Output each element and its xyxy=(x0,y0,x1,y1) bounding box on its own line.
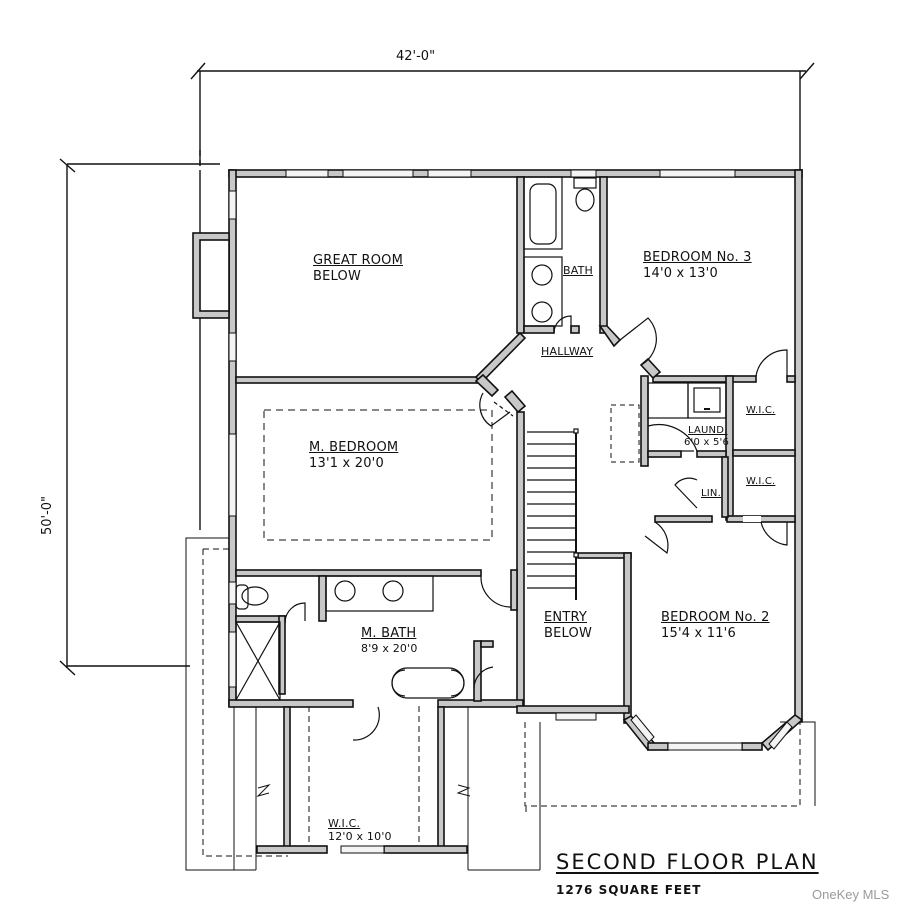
room-name: W.I.C. xyxy=(328,817,361,830)
room-name: BATH xyxy=(563,264,594,277)
room-name: GREAT ROOM xyxy=(313,253,403,268)
room-master-bedroom: M. BEDROOM 13'1 x 20'0 xyxy=(309,440,398,472)
room-name: LIN. xyxy=(701,488,721,499)
staircase xyxy=(527,428,579,600)
room-size: 14'0 x 13'0 xyxy=(643,266,718,281)
room-bedroom-2: BEDROOM No. 2 15'4 x 11'6 xyxy=(661,610,770,642)
room-wic-bedroom-3: W.I.C. xyxy=(746,405,775,417)
room-master-wic: W.I.C. 12'0 x 10'0 xyxy=(328,817,392,843)
room-size: 13'1 x 20'0 xyxy=(309,456,384,471)
fixtures xyxy=(235,176,727,701)
room-name: LAUND. xyxy=(688,425,728,436)
room-note: BELOW xyxy=(544,626,592,641)
room-name: W.I.C. xyxy=(746,476,776,487)
room-hallway: HALLWAY xyxy=(541,345,593,358)
room-name: M. BATH xyxy=(361,626,417,641)
room-size: 8'9 x 20'0 xyxy=(361,642,418,655)
room-laundry: LAUND. 6'0 x 5'6 xyxy=(684,425,729,449)
room-wic-bedroom-2: W.I.C. xyxy=(746,476,775,488)
windows xyxy=(228,169,793,854)
dimension-width xyxy=(190,62,815,170)
overall-width-label: 42'-0" xyxy=(396,49,436,64)
watermark: OneKey MLS xyxy=(812,887,890,902)
room-bedroom-3: BEDROOM No. 3 14'0 x 13'0 xyxy=(643,250,752,282)
room-linen: LIN. xyxy=(701,488,721,500)
overall-depth-label: 50'-0" xyxy=(40,495,56,536)
room-great-room: GREAT ROOM BELOW xyxy=(313,253,403,285)
plan-square-feet: 1276 SQUARE FEET xyxy=(556,883,702,897)
plan-title: SECOND FLOOR PLAN xyxy=(556,850,819,874)
room-name: M. BEDROOM xyxy=(309,440,399,455)
room-name: ENTRY xyxy=(544,610,588,625)
room-name: BEDROOM No. 2 xyxy=(661,610,770,625)
room-note: BELOW xyxy=(313,269,361,284)
room-entry: ENTRY BELOW xyxy=(544,610,592,642)
room-name: W.I.C. xyxy=(746,405,776,416)
room-name: HALLWAY xyxy=(541,345,594,358)
dimension-depth xyxy=(59,150,220,676)
room-name: BEDROOM No. 3 xyxy=(643,250,752,265)
room-bath: BATH xyxy=(563,264,593,277)
room-size: 6'0 x 5'6 xyxy=(684,437,730,448)
doors xyxy=(284,315,788,741)
room-size: 15'4 x 11'6 xyxy=(661,626,736,641)
room-size: 12'0 x 10'0 xyxy=(328,830,392,843)
room-master-bath: M. BATH 8'9 x 20'0 xyxy=(361,626,418,655)
